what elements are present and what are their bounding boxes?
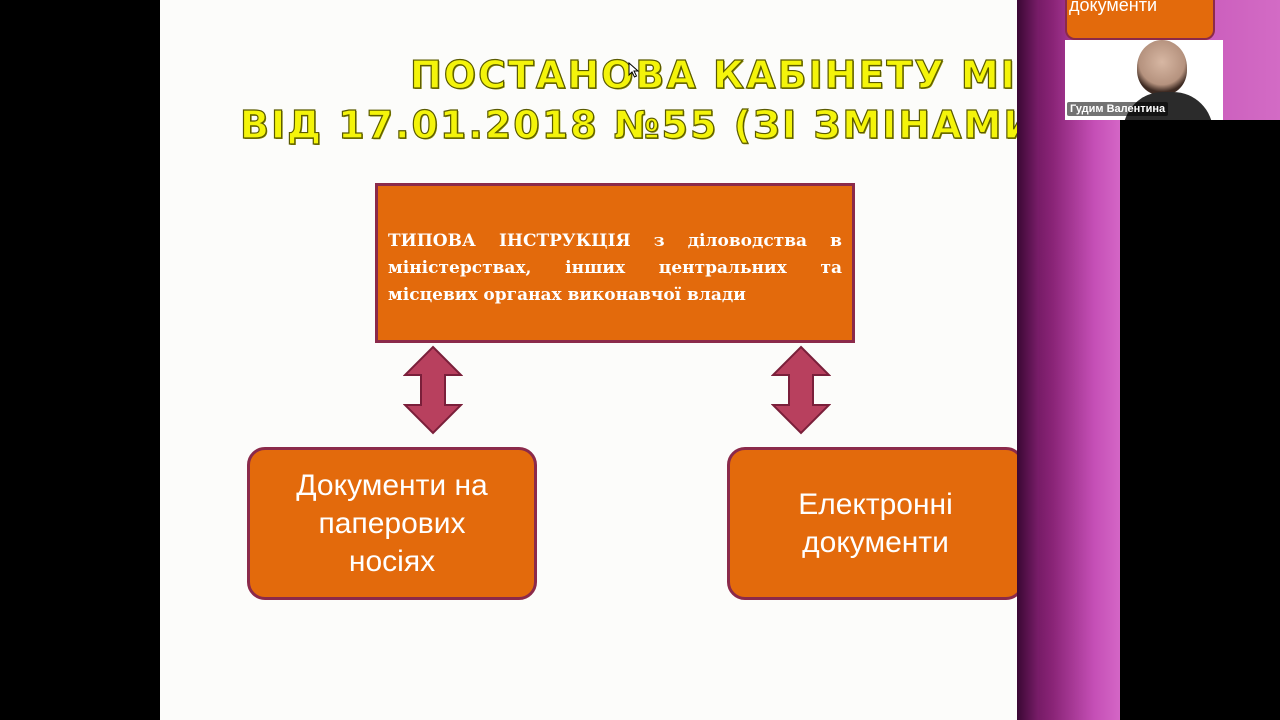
double-vertical-arrow-icon: [403, 345, 463, 435]
side-decoration-stripe: [1017, 0, 1039, 720]
electronic-documents-text: Електронні документи: [798, 487, 953, 559]
slide-title-line1: ПОСТАНОВА КАБІНЕТУ МІНІСТРІВ УКРАЇН: [409, 52, 1020, 97]
next-slide-tile-fragment: документи: [1065, 0, 1215, 40]
typical-instruction-box: ТИПОВА ІНСТРУКЦІЯ з діловодства в мініст…: [375, 183, 855, 343]
presentation-slide: ПОСТАНОВА КАБІНЕТУ МІНІСТРІВ УКРАЇН ВІД …: [160, 0, 1020, 720]
electronic-documents-box: Електронні документи: [727, 447, 1020, 600]
participant-name-label: Гудим Валентина: [1067, 102, 1169, 116]
slide-side-decoration: [1017, 0, 1120, 720]
slide-title-line2: ВІД 17.01.2018 №55 (ЗІ ЗМІНАМИ): [239, 102, 1020, 147]
participant-video-thumbnail[interactable]: Гудим Валентина: [1065, 40, 1223, 120]
right-black-area: [1120, 120, 1280, 720]
paper-documents-box: Документи на паперових носіях: [247, 447, 537, 600]
slide-title: ПОСТАНОВА КАБІНЕТУ МІНІСТРІВ УКРАЇН ВІД …: [160, 50, 1020, 150]
participant-head: [1137, 40, 1187, 95]
typical-instruction-text: ТИПОВА ІНСТРУКЦІЯ з діловодства в мініст…: [388, 231, 842, 305]
tile-text: документи: [1069, 0, 1158, 15]
mouse-cursor-icon: [628, 62, 640, 78]
paper-documents-text: Документи на паперових носіях: [296, 468, 488, 578]
double-vertical-arrow-icon: [771, 345, 831, 435]
